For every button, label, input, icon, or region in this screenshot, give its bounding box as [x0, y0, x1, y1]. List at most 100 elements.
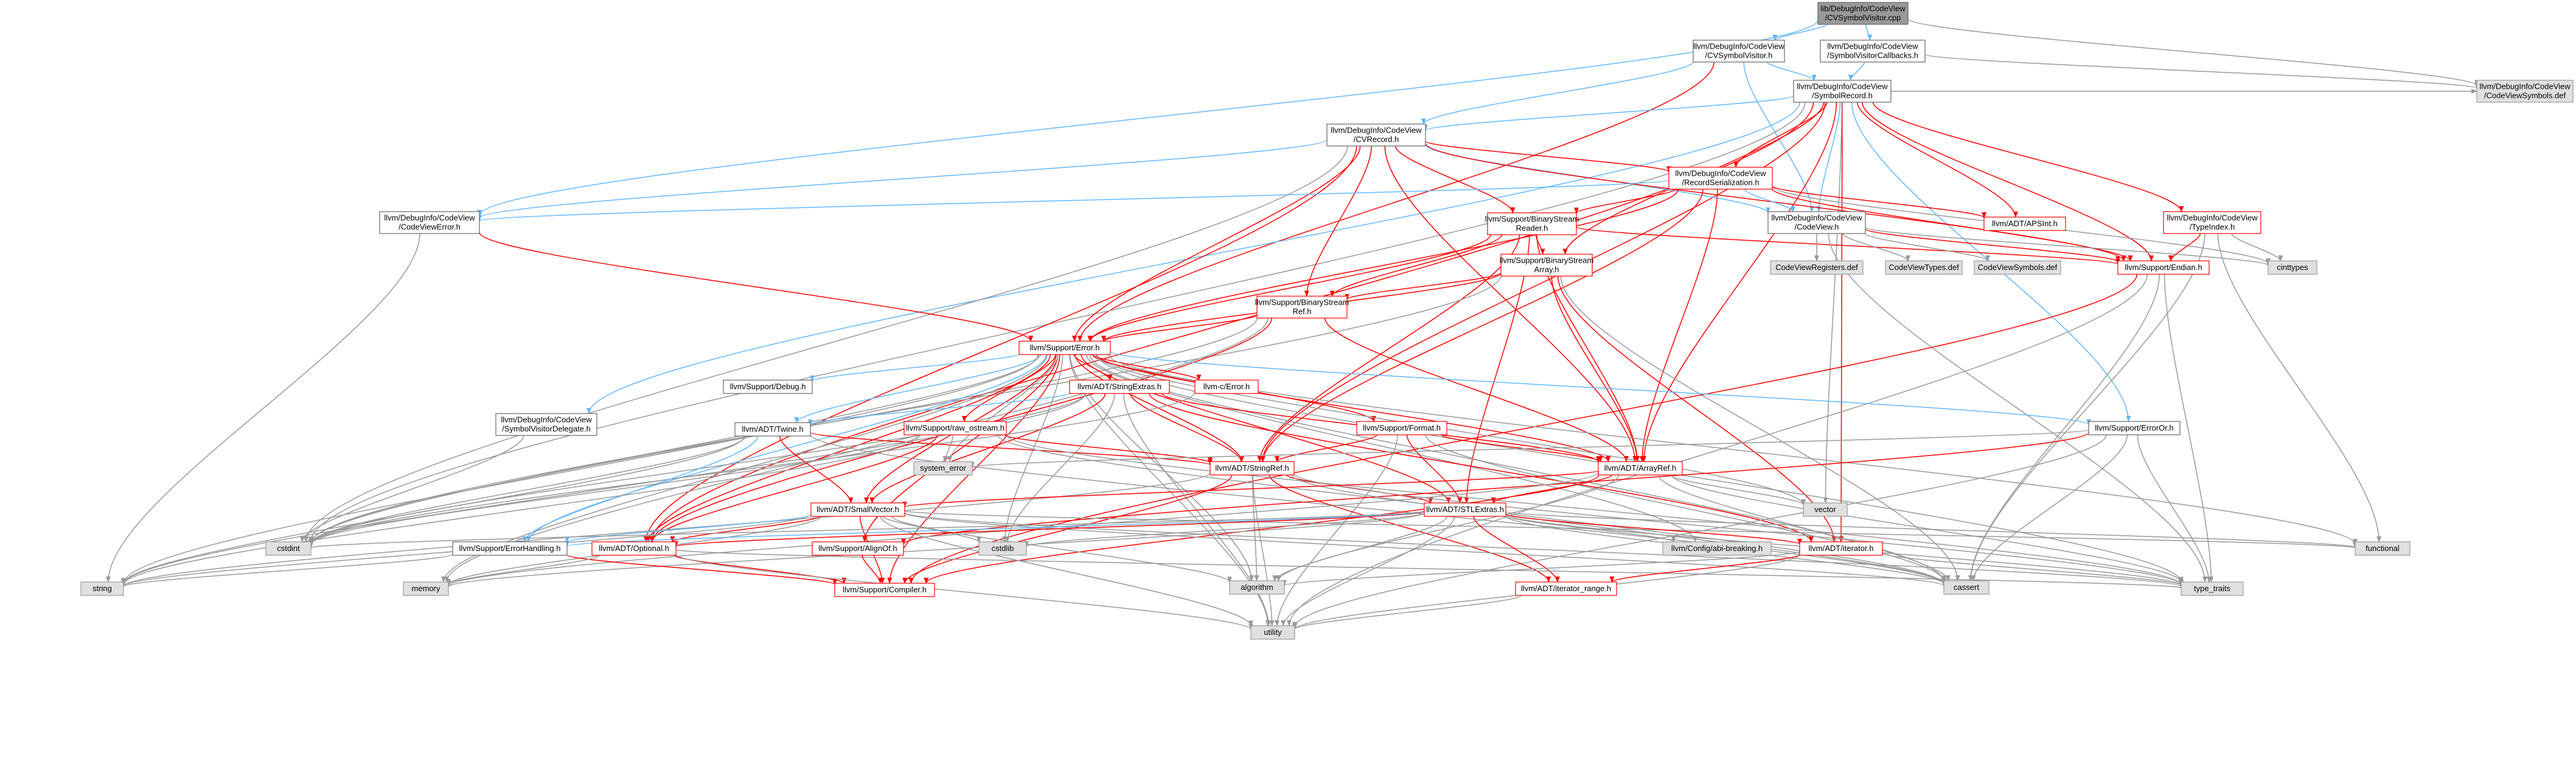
edge-stlextras-to-optional: [674, 511, 1425, 547]
node-cvrecord[interactable]: llvm/DebugInfo/CodeView/CVRecord.h: [1326, 123, 1426, 147]
edge-cerror-to-cstdint: [308, 392, 1196, 546]
node-box-cinttypes: [2268, 260, 2317, 275]
node-erroror[interactable]: llvm/Support/ErrorOr.h: [2088, 421, 2181, 435]
node-strextras[interactable]: llvm/ADT/StringExtras.h: [1069, 379, 1170, 394]
node-label-cvrecord-0: llvm/DebugInfo/CodeView: [1331, 126, 1422, 135]
edge-arrayref-to-memory: [446, 472, 1599, 587]
node-typeindex[interactable]: llvm/DebugInfo/CodeView/TypeIndex.h: [2163, 211, 2261, 234]
node-apsint[interactable]: llvm/ADT/APSInt.h: [1983, 217, 2066, 231]
edge-format-to-utility: [1274, 434, 1398, 626]
node-cerror[interactable]: llvm-c/Error.h: [1194, 379, 1259, 394]
edge-recordser-to-bsreader: [1574, 189, 1676, 214]
node-label-cassert-0: cassert: [1954, 583, 1979, 592]
node-iterator[interactable]: llvm/ADT/iterator.h: [1799, 541, 1883, 556]
edge-format-to-stringref: [1275, 434, 1377, 462]
edge-bsreader-to-bsarray: [1535, 234, 1545, 255]
node-box-cstdlib: [978, 541, 1027, 556]
node-codeview[interactable]: llvm/DebugInfo/CodeView/CodeView.h: [1767, 211, 1866, 234]
node-label-codeview-1: /CodeView.h: [1795, 223, 1839, 232]
node-box-debug: [723, 379, 813, 394]
edge-symvisitorcb-to-cvsymbols: [1924, 54, 2479, 89]
node-algorithm: algorithm: [1229, 580, 1285, 595]
node-box-smallvector: [810, 502, 905, 517]
node-label-bsarray-0: llvm/Support/BinaryStream: [1500, 256, 1594, 265]
node-box-typetraits: [2181, 581, 2244, 596]
edge-strextras-to-stringref: [1130, 393, 1244, 462]
node-arrayref[interactable]: llvm/ADT/ArrayRef.h: [1598, 461, 1683, 476]
node-box-algorithm: [1229, 580, 1285, 595]
node-box-memory: [403, 581, 449, 596]
node-error[interactable]: llvm/Support/Error.h: [1018, 341, 1111, 355]
edge-cverror-to-error: [479, 232, 1034, 342]
node-box-bsreader: [1487, 212, 1577, 235]
edge-smallvector-to-cassert: [904, 512, 1946, 587]
edge-smallvector-to-typetraits: [904, 511, 2184, 588]
node-endian[interactable]: llvm/Support/Endian.h: [2117, 260, 2210, 275]
node-cvsymvisitor[interactable]: llvm/DebugInfo/CodeView/CVSymbolVisitor.…: [1693, 40, 1785, 63]
node-box-cvsymvisitor: [1693, 40, 1785, 63]
edge-root-to-cvsymvisitor: [1772, 24, 1828, 41]
node-box-cvtypes: [1885, 260, 1963, 275]
node-symvisitorcb[interactable]: llvm/DebugInfo/CodeView/SymbolVisitorCal…: [1820, 40, 1926, 63]
node-label-smallvector-0: llvm/ADT/SmallVector.h: [816, 505, 899, 514]
node-label-cverror-0: llvm/DebugInfo/CodeView: [384, 213, 475, 223]
node-box-symvisitorcb: [1820, 40, 1926, 63]
node-label-arrayref-0: llvm/ADT/ArrayRef.h: [1604, 463, 1676, 473]
edge-strextras-to-iterator: [1149, 393, 1814, 542]
node-debug[interactable]: llvm/Support/Debug.h: [723, 379, 813, 394]
edge-rawostream-to-stringref: [1004, 434, 1213, 463]
node-label-errhandling-0: llvm/Support/ErrorHandling.h: [459, 544, 561, 553]
edge-error-to-cstdlib: [1002, 354, 1063, 542]
edge-twine-to-errhandling: [522, 435, 759, 542]
node-format[interactable]: llvm/Support/Format.h: [1356, 421, 1447, 435]
node-abibreaking: llvm/Config/abi-breaking.h: [1662, 541, 1772, 556]
node-label-debug-0: llvm/Support/Debug.h: [729, 382, 806, 391]
node-cverror[interactable]: llvm/DebugInfo/CodeView/CodeViewError.h: [379, 211, 480, 234]
node-label-symrecord-1: /SymbolRecord.h: [1812, 91, 1873, 100]
node-box-utility: [1250, 625, 1295, 640]
edge-error-to-cstdint: [308, 354, 1040, 544]
edge-symrecord-to-recordser: [1733, 102, 1828, 168]
node-box-symrecord: [1793, 80, 1892, 103]
node-twine[interactable]: llvm/ADT/Twine.h: [734, 422, 811, 437]
edge-arrayref-to-cassert: [1658, 474, 1951, 581]
edge-erroror-to-syserror: [970, 429, 2089, 468]
edge-optional-to-compiler: [674, 555, 847, 584]
node-vector: vector: [1803, 502, 1848, 517]
node-box-twine: [734, 422, 811, 437]
node-errhandling[interactable]: llvm/Support/ErrorHandling.h: [452, 541, 568, 556]
node-stringref[interactable]: llvm/ADT/StringRef.h: [1210, 461, 1295, 476]
node-box-alignof: [812, 541, 904, 556]
node-root[interactable]: lib/DebugInfo/CodeView/CVSymbolVisitor.c…: [1817, 2, 1909, 25]
edge-strextras-to-string: [121, 393, 1087, 586]
edge-codeview-to-typetraits: [1828, 233, 2208, 583]
node-label-cverror-1: /CodeViewError.h: [399, 223, 461, 232]
node-compiler[interactable]: llvm/Support/Compiler.h: [834, 583, 935, 597]
node-box-recordser: [1668, 167, 1773, 190]
edge-error-to-rawostream: [962, 354, 1056, 422]
node-label-codeview-0: llvm/DebugInfo/CodeView: [1771, 213, 1862, 223]
edge-erroror-to-cassert: [1971, 434, 2128, 581]
node-box-cvsymbols: [2476, 80, 2574, 103]
node-stlextras[interactable]: llvm/ADT/STLExtras.h: [1424, 502, 1506, 517]
node-recordser[interactable]: llvm/DebugInfo/CodeView/RecordSerializat…: [1668, 167, 1773, 190]
edge-stlextras-to-algorithm: [1272, 516, 1448, 581]
node-smallvector[interactable]: llvm/ADT/SmallVector.h: [810, 502, 905, 517]
edge-error-to-erroror: [1110, 350, 2091, 426]
node-iterrange[interactable]: llvm/ADT/iterator_range.h: [1515, 581, 1617, 596]
node-symrecord[interactable]: llvm/DebugInfo/CodeView/SymbolRecord.h: [1793, 80, 1892, 103]
node-rawostream[interactable]: llvm/Support/raw_ostream.h: [903, 421, 1007, 435]
node-optional[interactable]: llvm/ADT/Optional.h: [591, 541, 677, 556]
node-symvisdelegate[interactable]: llvm/DebugInfo/CodeView/SymbolVisitorDel…: [495, 413, 597, 436]
node-box-symvisdelegate: [495, 413, 597, 436]
node-box-bsarray: [1500, 254, 1593, 277]
edge-bsreader-to-endian: [1576, 226, 2120, 265]
edge-errhandling-to-compiler: [566, 554, 837, 585]
edge-error-to-vector: [1095, 354, 1806, 506]
edge-smallvector-to-errhandling: [565, 514, 812, 543]
edge-endian-to-utility: [1286, 274, 2148, 626]
node-alignof[interactable]: llvm/Support/AlignOf.h: [812, 541, 904, 556]
